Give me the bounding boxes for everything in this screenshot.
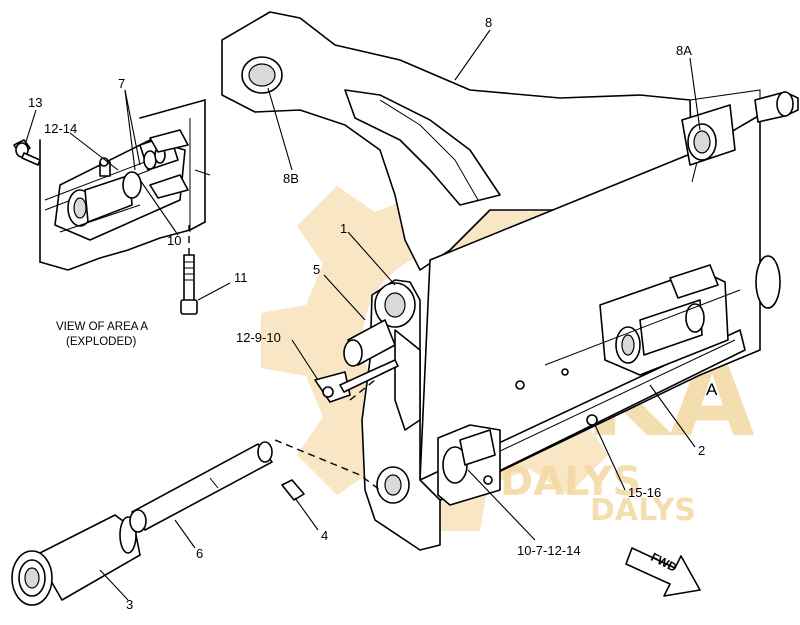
area-a-label: A (706, 380, 718, 399)
callout-12-14-inset: 12-14 (44, 121, 77, 136)
callout-4: 4 (321, 528, 328, 543)
callout-13: 13 (28, 95, 42, 110)
callout-6: 6 (196, 546, 203, 561)
callout-8b: 8B (283, 171, 299, 186)
pin-6 (129, 441, 273, 533)
bolt-13 (13, 139, 41, 166)
callout-10: 10 (167, 233, 181, 248)
fwd-arrow-icon (625, 547, 701, 597)
callout-12-9-10: 12-9-10 (236, 330, 281, 345)
bracket-12-9-10 (314, 359, 399, 403)
watermark-sub-2: DALYS (590, 493, 696, 528)
watermark-sub-1: DALYS (500, 459, 641, 505)
retainer-area-a (544, 264, 741, 376)
view-caption-line-1: VIEW OF AREA A (56, 321, 148, 333)
bolt-holes-15-16 (515, 368, 598, 426)
pin-5 (343, 319, 396, 367)
callout-2: 2 (698, 443, 705, 458)
callout-8: 8 (485, 15, 492, 30)
roll-pin-4 (281, 479, 305, 501)
frame-8 (221, 11, 799, 506)
callout-8a: 8A (676, 43, 692, 58)
retainer-10-7-12-14 (437, 424, 501, 506)
assembly-path-line (274, 439, 381, 491)
callout-15-16: 15-16 (628, 485, 661, 500)
callout-3: 3 (126, 597, 133, 612)
assembly-path-line-2 (349, 379, 376, 401)
callout-10-7-12-14: 10-7-12-14 (517, 543, 581, 558)
leader-lines (24, 29, 701, 601)
bolt-11 (180, 225, 198, 315)
area-a-inset (39, 99, 211, 271)
callout-7: 7 (118, 76, 125, 91)
view-caption-line-2: (EXPLODED) (66, 336, 136, 348)
callout-5: 5 (313, 262, 320, 277)
callout-11: 11 (234, 270, 248, 285)
callout-1: 1 (340, 221, 347, 236)
